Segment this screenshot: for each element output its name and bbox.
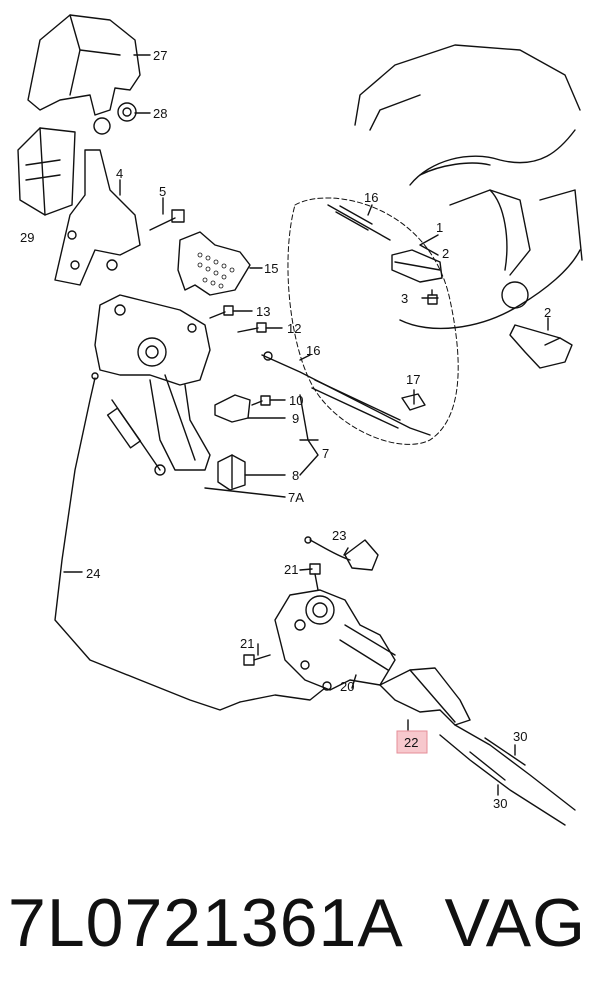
- callout-1: 1: [436, 220, 443, 235]
- part-3-screw: [427, 289, 438, 305]
- callout-12: 12: [287, 321, 301, 336]
- callout-7: 7: [322, 446, 329, 461]
- part-16-cable-upper: [327, 204, 391, 241]
- part-8-pad: [217, 454, 246, 491]
- callout-16-lower: 16: [306, 343, 320, 358]
- part-30-cable-b: [439, 734, 566, 826]
- part-2-handle: [509, 324, 573, 369]
- callout-21-lower: 21: [240, 636, 254, 651]
- callout-13: 13: [256, 304, 270, 319]
- callout-4: 4: [116, 166, 123, 181]
- part-21-bolt-lower: [243, 654, 271, 666]
- part-16-cable-lower: [261, 351, 431, 436]
- part-12-bolt: [237, 322, 267, 333]
- part-4-mounting-bracket: [54, 149, 141, 286]
- callout-8: 8: [292, 468, 299, 483]
- callout-28: 28: [153, 106, 167, 121]
- callout-29: 29: [20, 230, 34, 245]
- brand-label: VAG: [444, 885, 586, 961]
- callout-20: 20: [340, 679, 354, 694]
- callout-2-upper: 2: [442, 246, 449, 261]
- part-number: 7L0721361A: [8, 885, 404, 961]
- part-9-switch: [214, 394, 251, 423]
- callout-27: 27: [153, 48, 167, 63]
- callout-3: 3: [401, 291, 408, 306]
- part-21-bolt-upper: [309, 563, 321, 591]
- callout-23: 23: [332, 528, 346, 543]
- part-1-bracket: [391, 249, 443, 283]
- part-7-pedal-assembly: [94, 294, 211, 471]
- part-5-bolt: [149, 209, 185, 231]
- part-28-washer: [117, 102, 137, 122]
- callout-22: 22: [404, 735, 418, 750]
- part-10-bolt: [251, 395, 271, 406]
- part-22-highlight: [396, 730, 428, 754]
- parts-exploded-diagram: 27 28 4 5 29 15 13 12 16 16 1 2 3 2 17 1…: [17, 14, 583, 826]
- callout-16-upper: 16: [364, 190, 378, 205]
- part-13-bolt: [209, 305, 234, 319]
- dashboard-outline: [354, 44, 583, 330]
- callout-7a: 7A: [288, 490, 304, 505]
- callout-5: 5: [159, 184, 166, 199]
- part-30-cable-a: [454, 724, 576, 811]
- callout-30-lower: 30: [493, 796, 507, 811]
- callout-9: 9: [292, 411, 299, 426]
- part-23-sensor: [304, 536, 379, 571]
- part-22-lever: [379, 667, 471, 726]
- callout-24: 24: [86, 566, 100, 581]
- callout-30-upper: 30: [513, 729, 527, 744]
- part-15-perforated-bracket: [177, 231, 251, 296]
- callout-17: 17: [406, 372, 420, 387]
- callout-10: 10: [289, 393, 303, 408]
- part-29-pedal-pad: [17, 127, 76, 216]
- callout-21-upper: 21: [284, 562, 298, 577]
- part-27-bracket-cover: [27, 14, 141, 116]
- part-7a-damper: [106, 399, 166, 476]
- part-20-lever-assembly: [274, 589, 396, 691]
- callout-2-lower: 2: [544, 305, 551, 320]
- part-17-clip: [401, 393, 426, 411]
- part-24-cable: [54, 372, 332, 711]
- callout-15: 15: [264, 261, 278, 276]
